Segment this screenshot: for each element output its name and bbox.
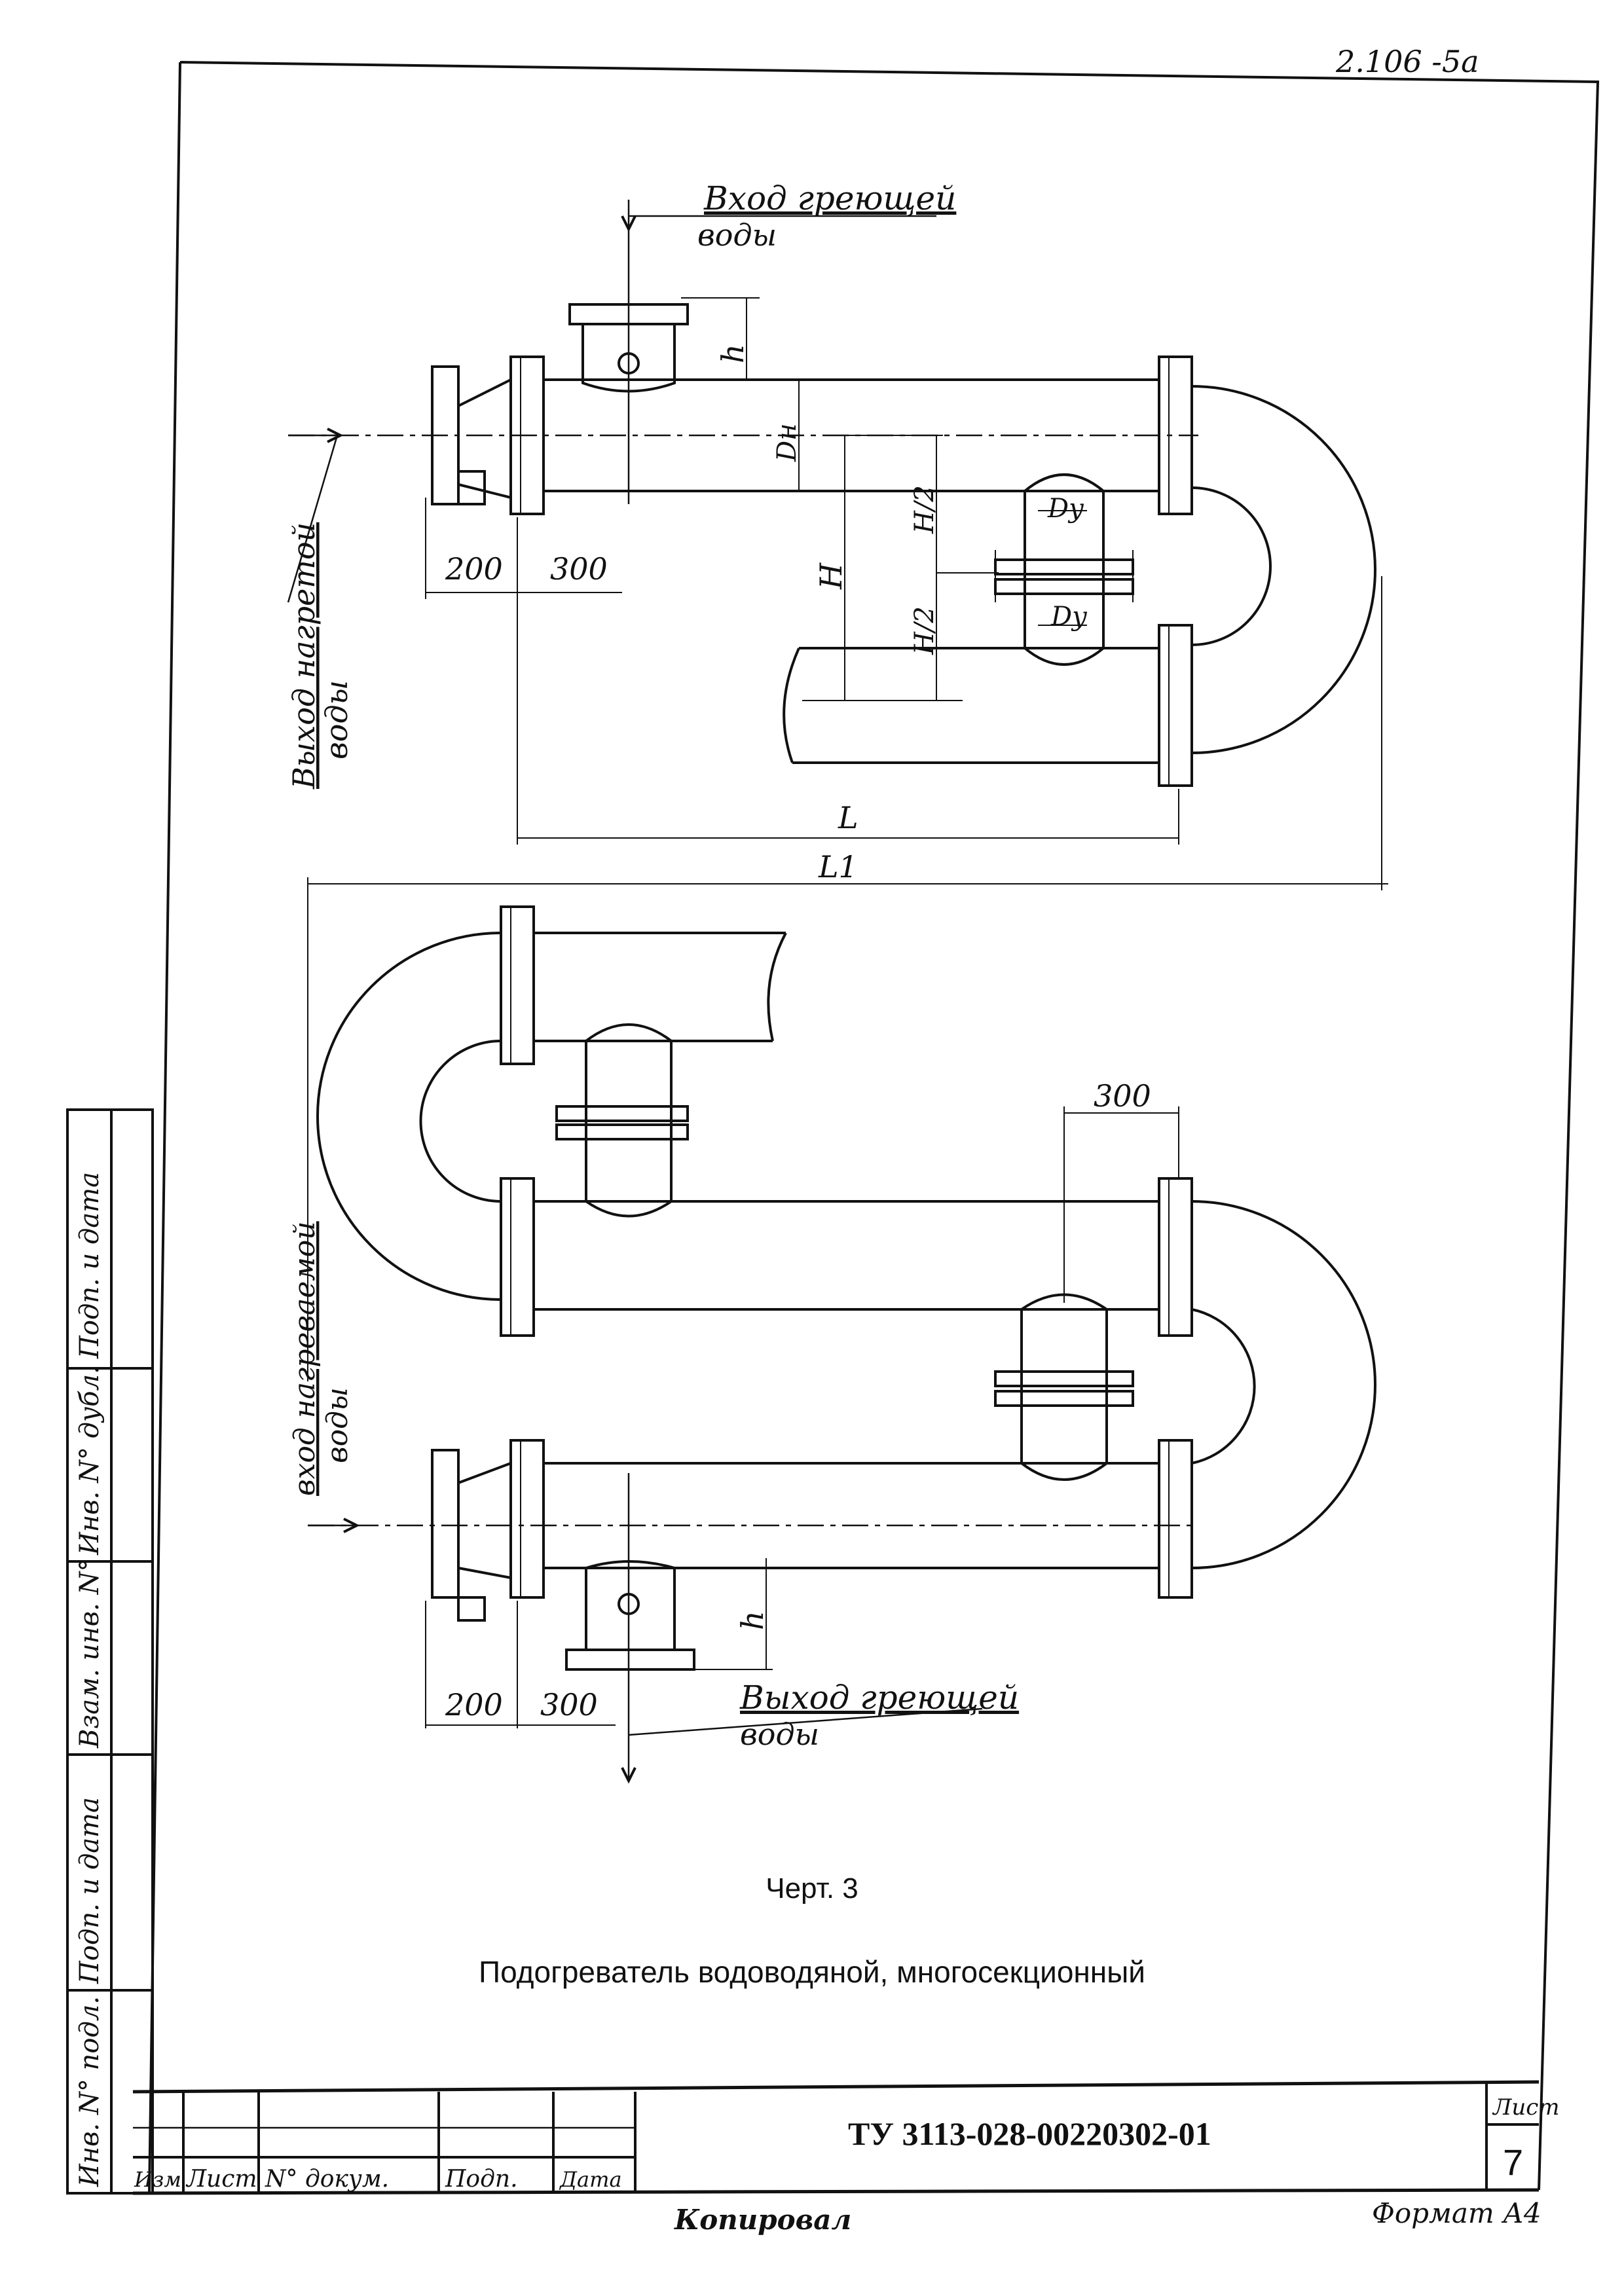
bottom-dim-300-top: 300 [1094,1078,1151,1114]
top-outlet-label-1: Выход нагретой [286,522,322,790]
top-view [287,200,1388,1381]
bottom-inlet-label-2: воды [321,1387,354,1463]
sheet-number: 7 [1503,2141,1524,2183]
side-stamp-5: Инв. N° подл. [75,1996,105,2187]
top-dim-L1: L1 [818,849,858,884]
bottom-dim-200: 200 [445,1687,503,1722]
tb-sheet-label: Лист [1492,2094,1560,2121]
side-stamp-2: Инв. N° дубл. [75,1366,105,1556]
bottom-dim-h: h [735,1611,770,1630]
top-dim-200: 200 [445,551,503,587]
side-stamp-1: Подп. и дата [75,1172,105,1359]
tb-doc: N° докум. [265,2166,389,2193]
sheet-code: 2.106 -5a [1335,44,1479,79]
bottom-dim-300: 300 [540,1687,598,1722]
side-stamp-3: Взам. инв. N° [75,1559,105,1749]
bottom-outlet-label-1: Выход греющей [739,1679,1019,1717]
sheet-frame-left [148,62,181,2194]
doc-code: ТУ 3113-028-00220302-01 [848,2115,1211,2152]
tb-list: Лист [185,2166,257,2193]
top-dim-L: L [838,800,858,835]
top-inlet-label-2: воды [697,217,777,253]
top-dim-dy-bottom: Dy [1050,602,1088,632]
figure-number: Черт. 3 [766,1872,858,1904]
top-inlet-label-1: Вход греющей [703,179,956,217]
sheet-frame [179,61,1600,2191]
top-dim-dn: Dн [772,424,802,462]
tb-date: Дата [559,2167,622,2192]
top-dim-300: 300 [550,551,608,587]
bottom-view [308,905,1376,1784]
bottom-outlet-label-2: воды [740,1717,819,1752]
top-dim-H2-bottom: H/2 [910,606,940,655]
footer-format: Формат А4 [1372,2197,1541,2229]
tb-izm: Изм [134,2167,181,2192]
top-dim-H: H [813,562,849,590]
top-dim-dy-top: Dy [1047,494,1084,524]
bottom-inlet-label-1: вход нагреваемой [288,1221,322,1496]
top-dim-H2-top: H/2 [910,485,940,534]
top-outlet-label-2: воды [319,680,354,759]
top-dim-h: h [715,344,750,363]
tb-sign: Подп. [445,2166,518,2193]
footer-copied: Копировал [674,2204,851,2236]
side-stamp-4: Подп. и дата [75,1797,105,1984]
figure-title: Подогреватель водоводяной, многосекционн… [479,1955,1145,1989]
